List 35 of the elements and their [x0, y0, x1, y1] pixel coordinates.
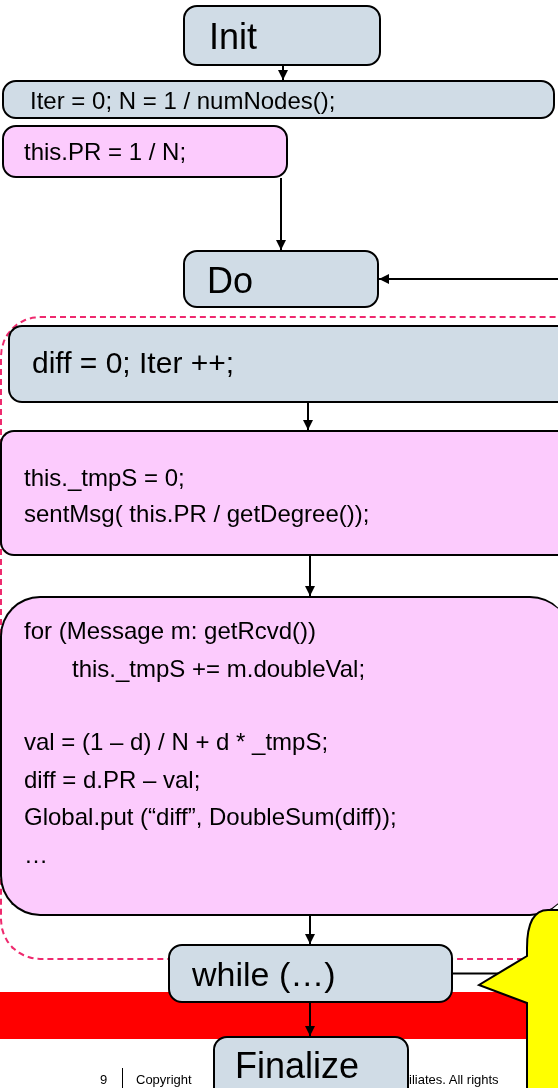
- arrow: [305, 1002, 315, 1037]
- box-label: Finalize: [235, 1044, 361, 1088]
- code-box: [0, 596, 558, 916]
- arrow: [276, 177, 286, 251]
- code-line: val = (1 – d) / N + d * _tmpS;: [24, 727, 330, 757]
- process-box: [213, 1036, 409, 1088]
- code-line: Global.put (“diff”, DoubleSum(diff));: [24, 802, 398, 832]
- box-label: Do: [207, 259, 255, 303]
- arrow: [305, 555, 315, 597]
- process-box: [8, 325, 558, 403]
- code-line: diff = d.PR – val;: [24, 764, 202, 795]
- arrow: [378, 274, 558, 284]
- code-line: sentMsg( this.PR / getDegree());: [24, 499, 371, 529]
- arrow: [278, 65, 288, 81]
- process-box: [2, 125, 288, 178]
- box-label: while (…): [192, 954, 337, 995]
- code-line: this._tmpS = 0;: [24, 463, 186, 493]
- process-box: [2, 80, 555, 119]
- code-box: [0, 430, 558, 556]
- code-line: …: [24, 839, 49, 870]
- box-label: this.PR = 1 / N;: [24, 138, 188, 167]
- code-line: this._tmpS += m.doubleVal;: [72, 653, 367, 684]
- process-box: [183, 250, 379, 308]
- box-label: diff = 0; Iter ++;: [32, 345, 236, 381]
- copyright-text: Copyright: [136, 1072, 192, 1087]
- box-label: Iter = 0; N = 1 / numNodes();: [30, 87, 337, 116]
- dashed-region: [0, 316, 558, 960]
- code-line: for (Message m: getRcvd()): [24, 616, 318, 646]
- arrow: [305, 915, 315, 945]
- process-box: [168, 944, 453, 1003]
- box-label: Init: [209, 15, 259, 59]
- process-box: [183, 5, 381, 66]
- copyright-text: iliates. All rights: [409, 1072, 499, 1087]
- page-number: 9: [100, 1072, 108, 1087]
- arrow: [303, 402, 313, 431]
